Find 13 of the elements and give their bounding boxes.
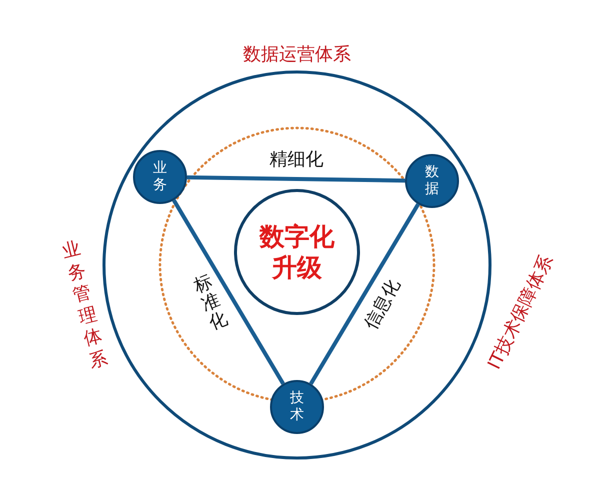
connector-line xyxy=(172,199,285,385)
connector-line xyxy=(309,203,420,385)
technology-circle: 技术 xyxy=(270,380,324,434)
system-label: IT技术保障体系 xyxy=(482,250,558,374)
connector-line xyxy=(186,175,406,183)
system-label: 数据运营体系 xyxy=(243,43,351,66)
edge-label: 标准化 xyxy=(192,272,231,334)
data-circle: 数据 xyxy=(405,154,459,208)
center-circle: 数字化升级 xyxy=(234,189,360,315)
business-circle: 业务 xyxy=(133,150,187,204)
system-label: 业务管理体系 xyxy=(60,237,110,373)
edge-label: 信息化 xyxy=(359,274,405,334)
edge-label: 精细化 xyxy=(269,148,324,171)
